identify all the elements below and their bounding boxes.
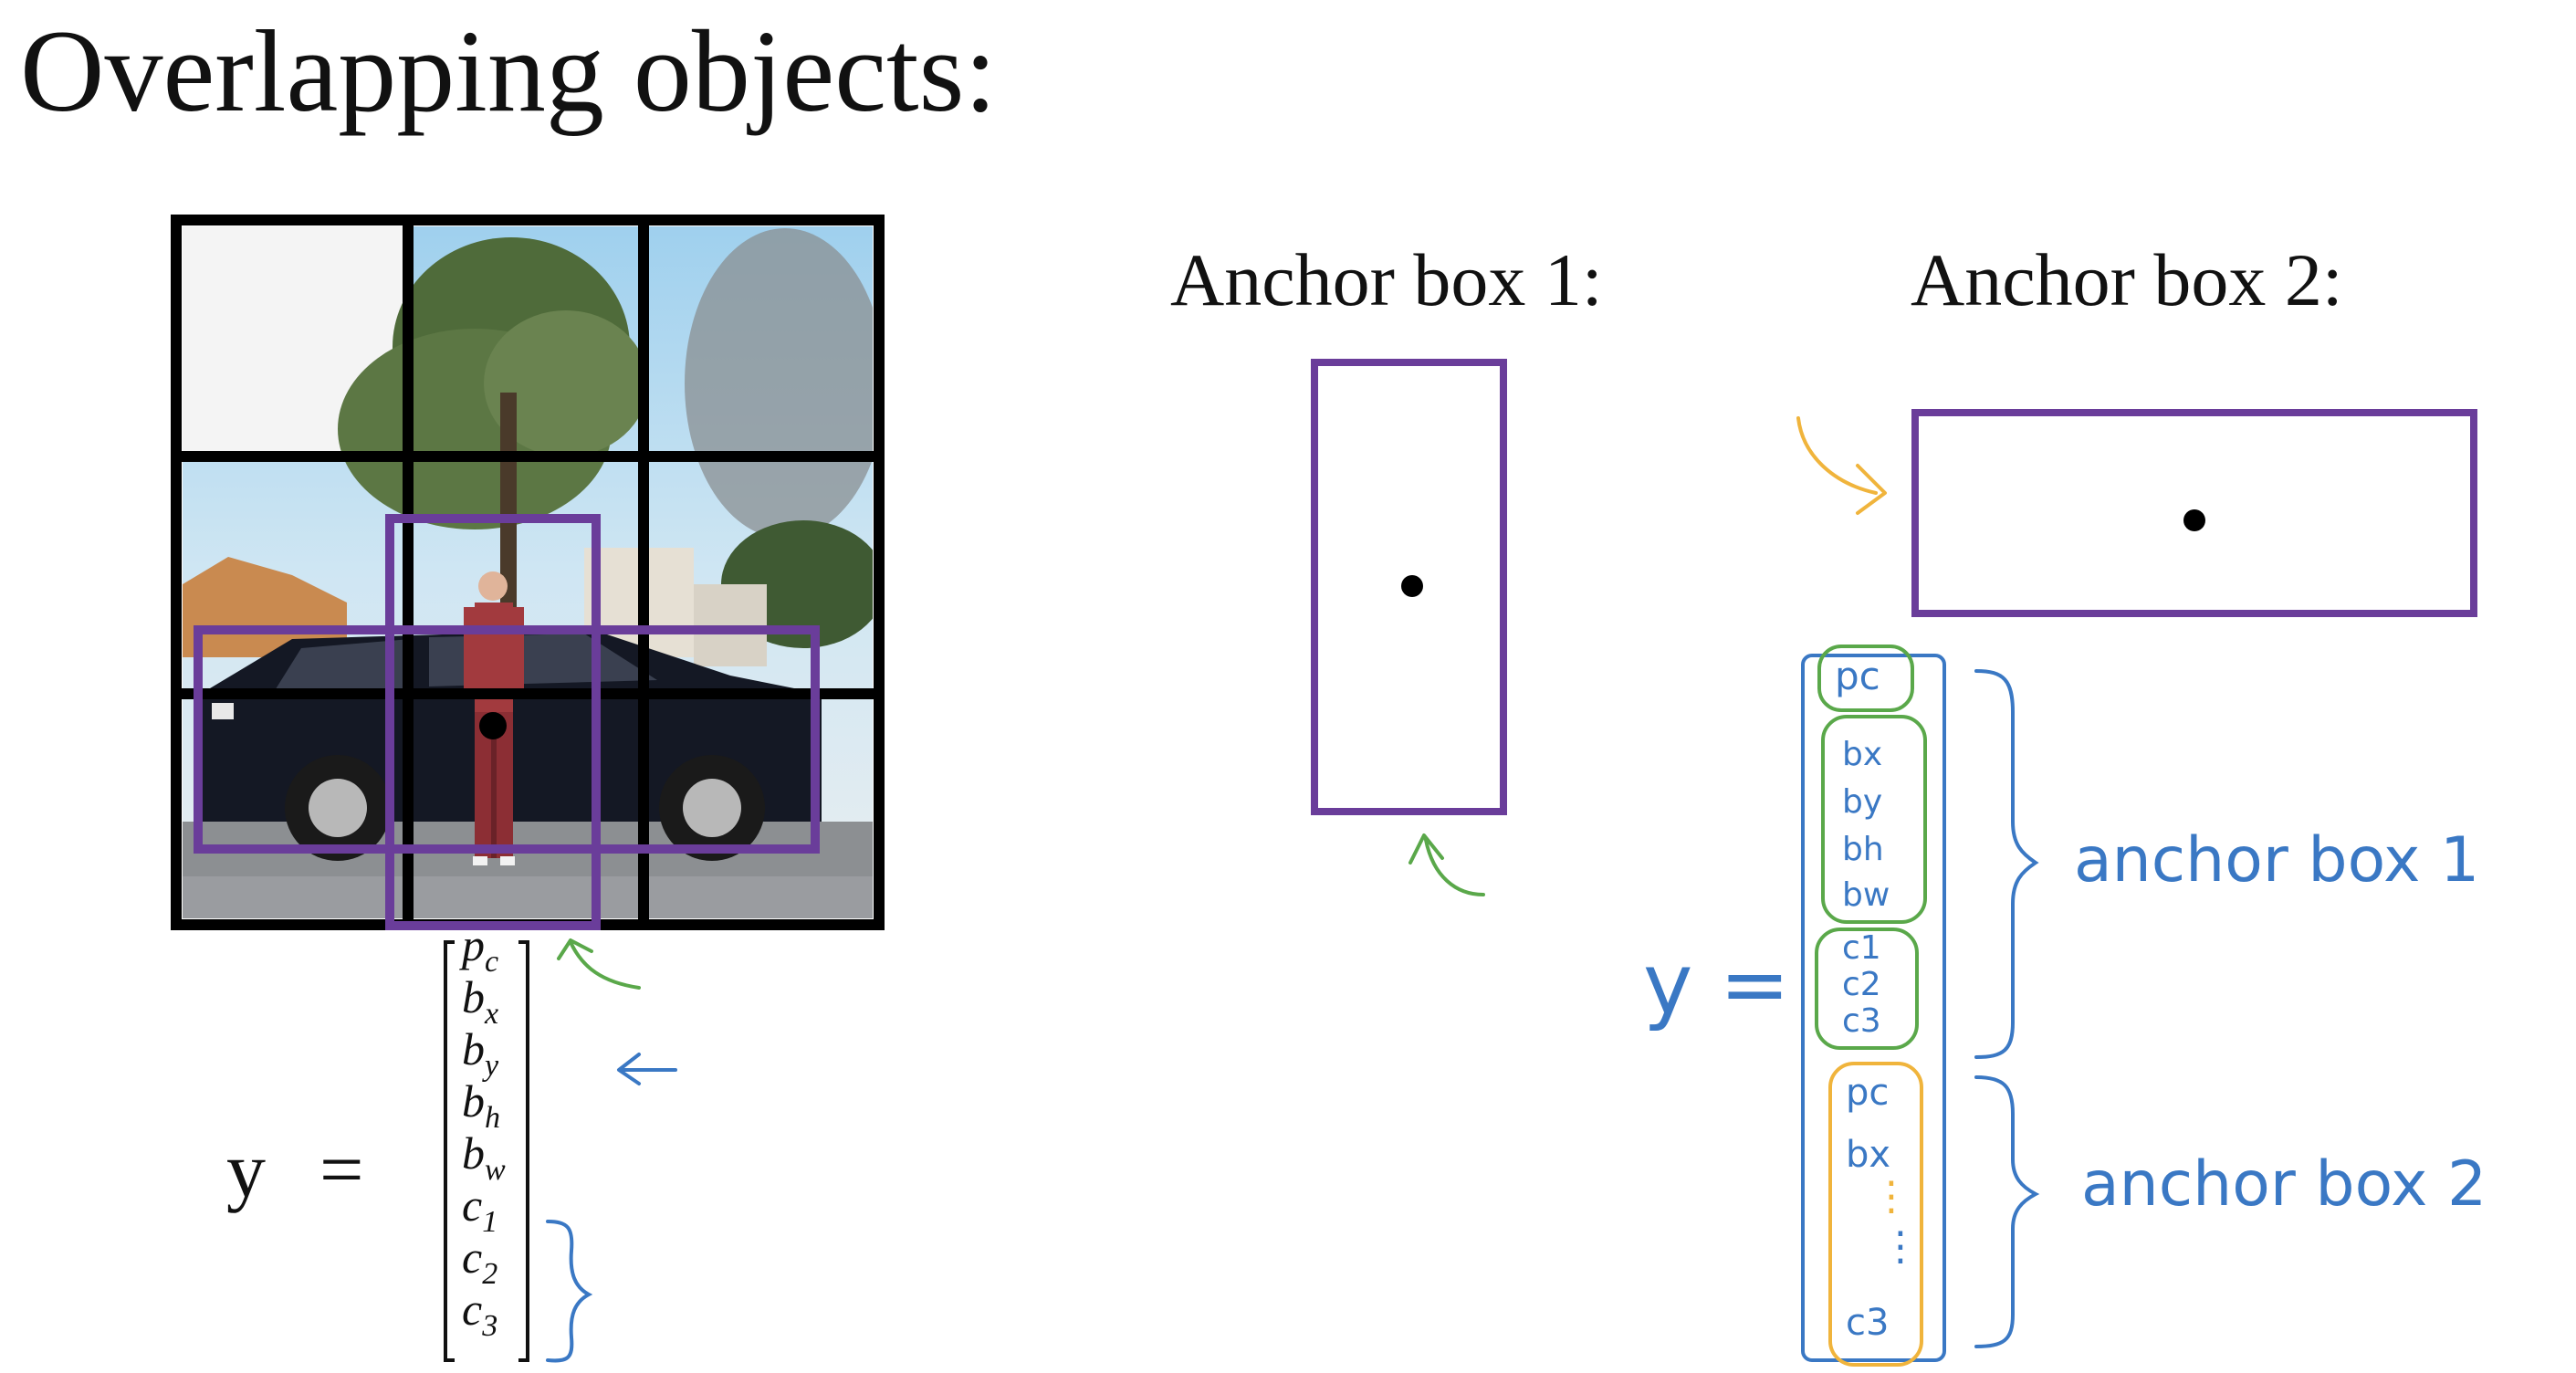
green-curl-arrow-icon — [1408, 833, 1485, 896]
green-arrow-icon — [557, 938, 641, 990]
vector-element-bw: bw — [462, 1127, 506, 1187]
handwritten-anchor2-element-c3: c3 — [1846, 1302, 1889, 1344]
handwritten-y-equals: y = — [1643, 936, 1790, 1033]
object-midpoint-dot — [479, 712, 507, 739]
handwritten-element-bx: bx — [1842, 736, 1882, 773]
handwritten-element-bh: bh — [1842, 831, 1884, 868]
handwritten-anchor2-element-bx: bx — [1846, 1134, 1890, 1176]
group1-label: anchor box 1 — [2074, 824, 2479, 896]
blue-class-brace — [546, 1220, 593, 1363]
blue-ellipsis: ⋮ — [1880, 1223, 1921, 1270]
handwritten-element-c2: c2 — [1842, 966, 1881, 1003]
anchor-box-1-center-dot — [1401, 575, 1423, 597]
green-group-pc — [1817, 645, 1914, 712]
orange-curl-arrow-icon — [1796, 416, 1887, 515]
right-bracket — [518, 940, 529, 1362]
orange-ellipsis: ⋮ — [1871, 1173, 1911, 1220]
anchor-box-2-label: Anchor box 2: — [1911, 238, 2343, 321]
left-bracket — [444, 940, 455, 1362]
vector-element-bx: bx — [462, 971, 498, 1031]
car-bounding-box — [194, 625, 820, 854]
handwritten-anchor2-element-pc: pc — [1846, 1072, 1889, 1114]
group2-elements: pc bx c3 — [1846, 1072, 1890, 1344]
orange-group-anchor-2 — [1828, 1062, 1923, 1367]
slide-title: Overlapping objects: — [20, 6, 997, 136]
street-photo — [183, 226, 873, 918]
anchor-box-1-shape — [1311, 359, 1507, 815]
person-bounding-box — [385, 514, 601, 930]
handwritten-element-by: by — [1842, 783, 1882, 821]
anchor-1-brace — [1974, 669, 2039, 1059]
vector-element-c2: c2 — [462, 1232, 497, 1291]
handwritten-element-c1: c1 — [1842, 929, 1881, 967]
vector-lhs-y: y — [226, 1126, 266, 1213]
handwritten-element-c3: c3 — [1842, 1002, 1881, 1040]
vector-element-bh: bh — [462, 1075, 500, 1135]
anchor-2-brace — [1974, 1075, 2040, 1348]
anchor-box-1-label: Anchor box 1: — [1170, 238, 1603, 321]
group2-label: anchor box 2 — [2081, 1148, 2487, 1221]
handwritten-element-bw: bw — [1842, 876, 1890, 914]
anchor-box-2-shape — [1911, 409, 2477, 617]
green-group-classes — [1815, 928, 1919, 1050]
vector-element-c3: c3 — [462, 1284, 497, 1343]
anchor-box-2-center-dot — [2183, 509, 2205, 531]
stacked-vector-outline — [1801, 654, 1946, 1362]
vector-equals: = — [319, 1126, 364, 1213]
handwritten-element-pc: pc — [1835, 654, 1880, 698]
blue-arrow-icon — [617, 1053, 677, 1085]
green-group-box-coords — [1821, 715, 1927, 924]
vector-element-by: by — [462, 1023, 499, 1083]
vector-element-pc: pc — [459, 919, 498, 979]
vector-element-c1: c1 — [462, 1179, 497, 1239]
